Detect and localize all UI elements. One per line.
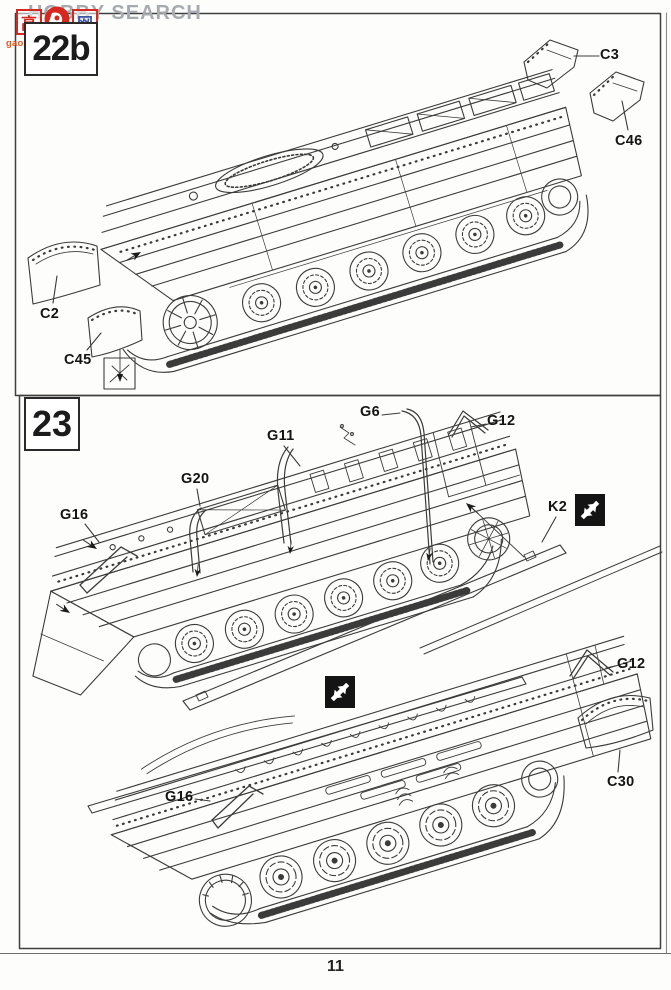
part-label-g6: G6 [360,404,380,420]
part-c45-sketch [87,306,143,358]
assembly-direction-arrow [193,563,202,578]
rail-line-sketch [419,545,663,655]
part-g16-lower-sketch [211,785,264,829]
part-c46-sketch [589,71,645,122]
tank-hull-drawing-22b [100,69,589,373]
part-label-c45: C45 [64,352,92,368]
step-number-23: 23 [24,397,80,451]
part-g12-upper-sketch [448,410,489,438]
part-label-g11: G11 [267,428,295,444]
part-label-c3: C3 [600,47,620,63]
leader-lines-23-lower [194,665,621,802]
flip-part-icon [324,675,356,709]
step-number-22b: 22b [24,22,98,76]
part-label-k2: K2 [548,499,568,515]
part-label-g20: G20 [181,471,210,487]
tank-upper-drawing-23 [32,411,531,696]
step-23-panel-border [18,394,662,950]
part-label-g16-lower: G16 [165,789,194,805]
part-label-g12-lower: G12 [617,656,646,672]
part-label-c46: C46 [615,133,643,149]
part-g16-upper-sketch [79,546,138,594]
flip-part-icon [574,493,606,527]
part-k2-sketch [182,544,567,711]
part-c3-sketch [523,39,579,89]
k2-direction-line [469,505,525,558]
assembly-direction-arrow [53,600,73,617]
part-g20-sketch [189,507,207,574]
hobby-search-watermark-text: HOBBY SEARCH [28,2,202,24]
part-label-c2: C2 [40,306,60,322]
part-g6-sketch [401,408,434,565]
part-label-g16-upper: G16 [60,507,89,523]
wire-detail [339,426,356,446]
part-g11-sketch [276,446,294,545]
leader-lines-22b [52,55,629,351]
part-label-c30: C30 [607,774,635,790]
part-label-g12-upper: G12 [487,413,516,429]
detail-inset-box [103,348,136,390]
page-number: 11 [327,958,344,975]
part-c30-sketch [577,695,654,749]
part-g12-lower-sketch [569,649,614,680]
part-c2-sketch [27,241,101,305]
fender-rail-sketch [87,676,527,814]
leader-lines-23-upper [84,412,557,543]
